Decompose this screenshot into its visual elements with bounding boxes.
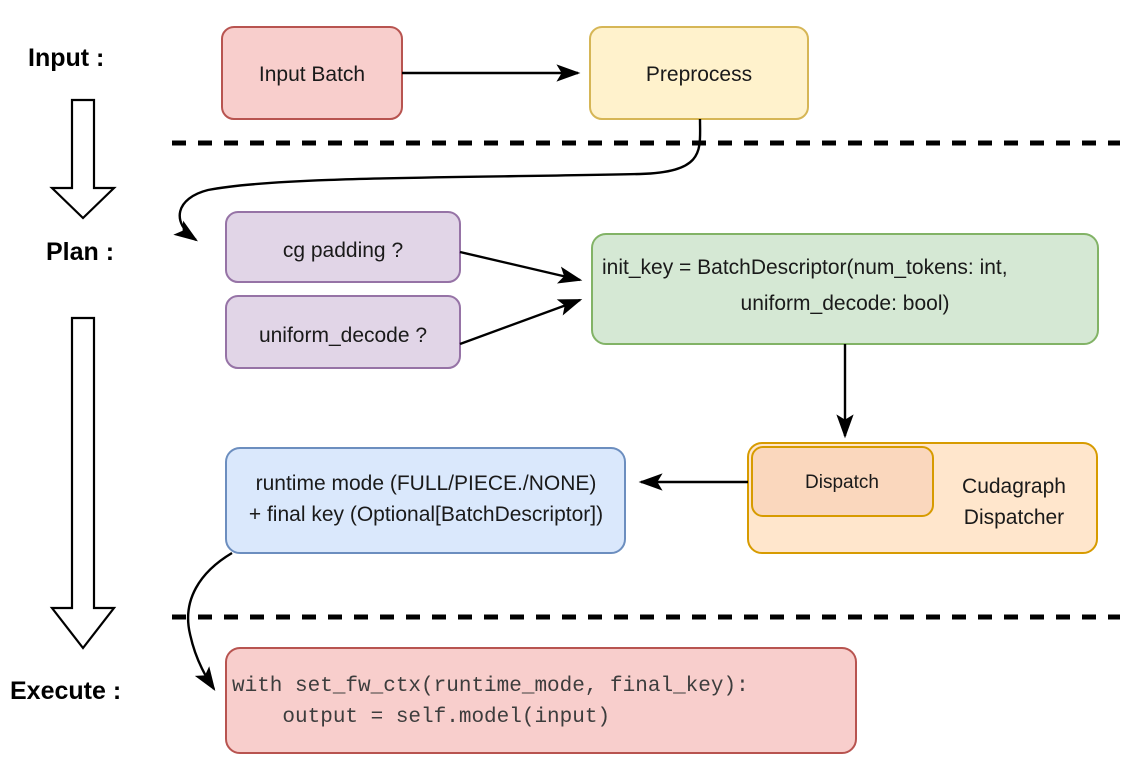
node-dispatch[interactable]: Dispatch xyxy=(751,446,934,517)
runtime-mode-line2: + final key (Optional[BatchDescriptor]) xyxy=(249,503,603,526)
runtime-mode-line1: runtime mode (FULL/PIECE./NONE) xyxy=(256,472,597,495)
init-key-line2: uniform_decode: bool) xyxy=(741,292,950,315)
stage-label-input: Input : xyxy=(28,44,104,72)
init-key-box[interactable] xyxy=(591,233,1099,345)
runtime-mode-box[interactable] xyxy=(225,447,626,554)
stage-label-plan: Plan : xyxy=(46,238,114,266)
input-to-plan-big-arrow xyxy=(49,98,117,220)
node-execute-code[interactable]: with set_fw_ctx(runtime_mode, final_key)… xyxy=(225,647,857,754)
preprocess-label: Preprocess xyxy=(646,63,752,86)
uniform-decode-to-init-key-arrow xyxy=(459,298,583,346)
cg-padding-box[interactable] xyxy=(225,211,461,283)
node-preprocess[interactable]: Preprocess xyxy=(589,26,809,120)
stage-label-execute: Execute : xyxy=(10,677,121,705)
dispatch-label: Dispatch xyxy=(805,472,879,493)
dispatch-box[interactable] xyxy=(751,446,934,517)
cg-padding-to-init-key-arrow xyxy=(459,250,583,284)
execute-code-line1: with set_fw_ctx(runtime_mode, final_key)… xyxy=(232,675,749,698)
node-uniform-decode[interactable]: uniform_decode ? xyxy=(225,295,461,369)
uniform-decode-box[interactable] xyxy=(225,295,461,369)
cudagraph-dispatcher-label-line1: Cudagraph xyxy=(962,475,1066,498)
preprocess-to-plan-arrow xyxy=(173,118,702,242)
plan-to-execute-big-arrow xyxy=(49,316,117,650)
node-cg-padding[interactable]: cg padding ? xyxy=(225,211,461,283)
node-input-batch[interactable]: Input Batch xyxy=(221,26,403,120)
runtime-mode-to-execute-arrow xyxy=(186,551,233,691)
execute-code-box[interactable] xyxy=(225,647,857,754)
execute-code-line2: output = self.model(input) xyxy=(232,706,610,729)
node-init-key[interactable]: init_key = BatchDescriptor(num_tokens: i… xyxy=(591,233,1099,345)
node-runtime-mode[interactable]: runtime mode (FULL/PIECE./NONE) + final … xyxy=(225,447,626,554)
input-batch-label: Input Batch xyxy=(259,63,365,86)
cg-padding-label: cg padding ? xyxy=(283,239,403,262)
cudagraph-dispatcher-label-line2: Dispatcher xyxy=(964,506,1064,529)
init-key-line1: init_key = BatchDescriptor(num_tokens: i… xyxy=(602,256,1008,279)
uniform-decode-label: uniform_decode ? xyxy=(259,324,427,347)
